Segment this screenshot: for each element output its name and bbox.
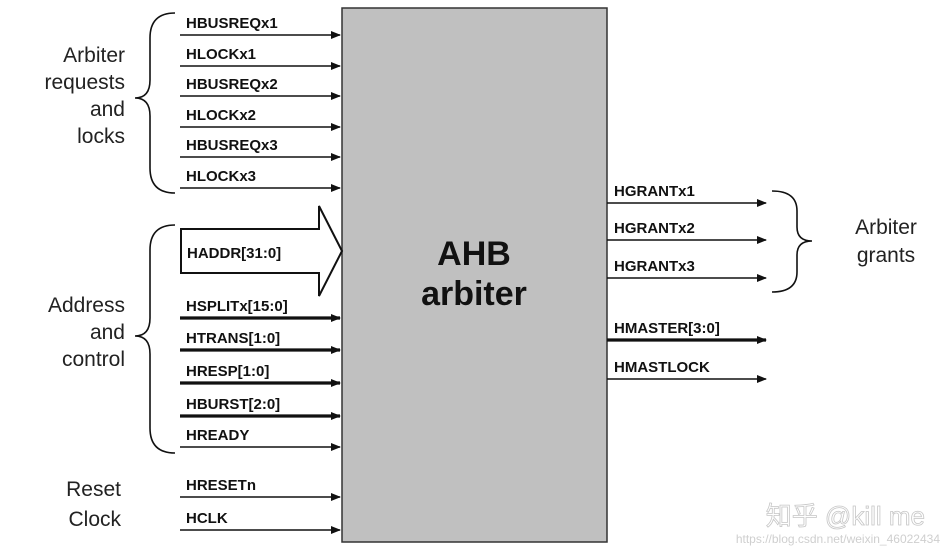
signal-label-hlockx2: HLOCKx2 <box>186 107 256 124</box>
signal-label-hsplitx: HSPLITx[15:0] <box>186 298 288 315</box>
signal-label-haddr: HADDR[31:0] <box>187 245 281 262</box>
signal-label-hresetn: HRESETn <box>186 477 256 494</box>
group-label-address-3: control <box>62 348 125 371</box>
group-label-requests-1: Arbiter <box>63 44 125 67</box>
group-label-address-1: Address <box>48 294 125 317</box>
brace-grants <box>771 190 813 293</box>
watermark-brand: 知乎 @kill me <box>766 501 925 531</box>
brace-address <box>134 224 176 454</box>
signal-label-hmastlock: HMASTLOCK <box>614 359 710 376</box>
signal-label-hburst: HBURST[2:0] <box>186 396 280 413</box>
signal-label-hresp: HRESP[1:0] <box>186 363 269 380</box>
group-label-requests-3: and <box>90 98 125 121</box>
group-label-grants-2: grants <box>857 244 915 267</box>
signal-label-hlockx1: HLOCKx1 <box>186 46 256 63</box>
group-label-address-2: and <box>90 321 125 344</box>
block-title-line1: AHB <box>437 235 511 273</box>
signal-label-hbusreqx1: HBUSREQx1 <box>186 15 278 32</box>
signal-label-hready: HREADY <box>186 427 249 444</box>
signal-label-hbusreqx3: HBUSREQx3 <box>186 137 278 154</box>
signal-label-hmaster: HMASTER[3:0] <box>614 320 720 337</box>
group-label-requests-4: locks <box>77 125 125 148</box>
haddr-bus-arrow <box>180 205 344 297</box>
arbiter-block <box>341 7 608 543</box>
signal-label-hgrantx1: HGRANTx1 <box>614 183 695 200</box>
signal-label-hclk: HCLK <box>186 510 228 527</box>
group-label-reset: Reset <box>66 478 121 501</box>
signal-label-hlockx3: HLOCKx3 <box>186 168 256 185</box>
group-label-clock: Clock <box>68 508 121 531</box>
group-label-requests-2: requests <box>44 71 125 94</box>
brace-requests <box>134 12 176 194</box>
watermark-url: https://blog.csdn.net/weixin_46022434 <box>736 532 940 546</box>
signal-label-htrans: HTRANS[1:0] <box>186 330 280 347</box>
signal-label-hgrantx2: HGRANTx2 <box>614 220 695 237</box>
group-label-grants-1: Arbiter <box>855 216 917 239</box>
signal-label-hgrantx3: HGRANTx3 <box>614 258 695 275</box>
signal-label-hbusreqx2: HBUSREQx2 <box>186 76 278 93</box>
block-title-line2: arbiter <box>421 275 527 313</box>
